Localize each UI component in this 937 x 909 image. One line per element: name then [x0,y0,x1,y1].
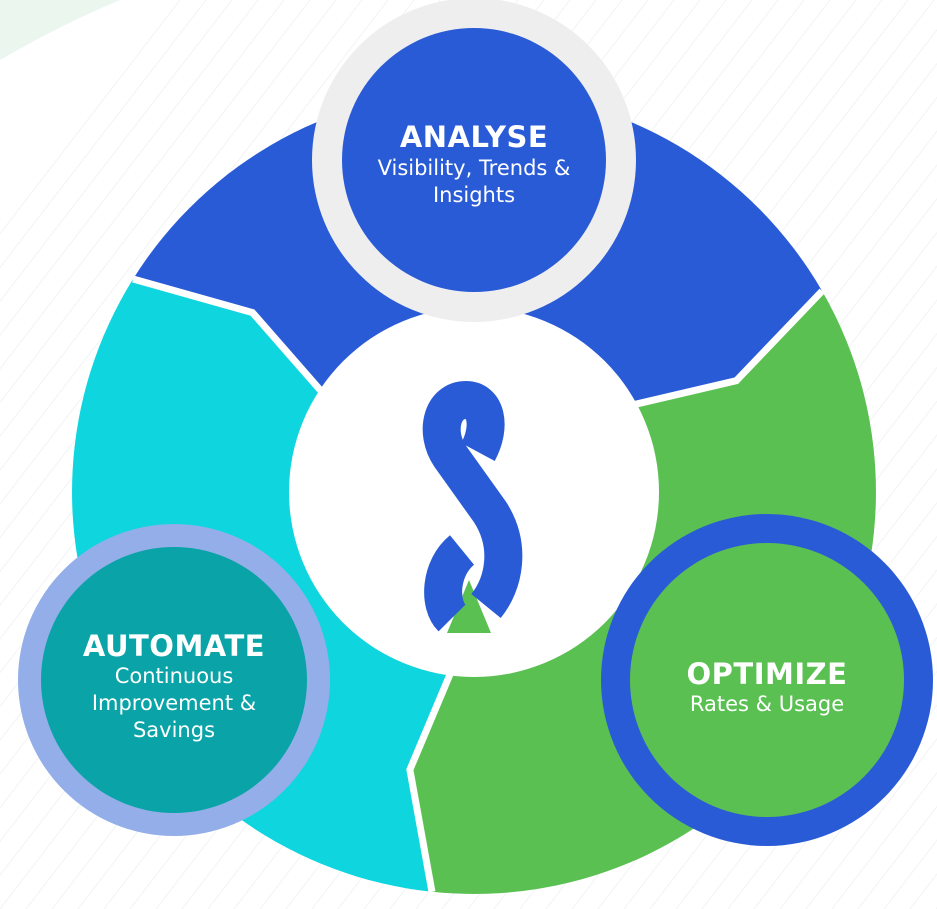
automate-node-fill [41,547,307,813]
background-stripe [0,0,181,235]
background-stripe [0,0,337,438]
infinity-8-logo-icon [422,381,523,633]
automate-subtitle-line2: Improvement & [91,691,257,716]
corner-accent-shape [0,0,120,60]
automate-subtitle-line3: Savings [132,718,216,743]
background-stripe [0,0,207,269]
analyse-title: ANALYSE [399,120,549,155]
segment-gap [132,275,335,406]
optimize-node [601,514,933,846]
analyse-node-fill [342,28,606,292]
background-stripe [0,0,233,303]
analyse-label: ANALYSE Visibility, Trends & Insights [344,106,604,224]
background-stripe [0,0,259,336]
analyse-node [312,0,636,322]
analyse-subtitle-line1: Visibility, Trends & [377,155,571,180]
optimize-node-fill [630,543,904,817]
automate-node [18,524,330,836]
optimize-subtitle-line1: Rates & Usage [689,692,845,717]
background-stripe [0,0,285,370]
logo-figure-eight-stroke [422,381,523,632]
automate-subtitle-line1: Continuous [114,664,234,689]
automate-title: AUTOMATE [82,629,266,664]
segment-gap [406,657,460,893]
analyse-subtitle-line2: Insights [432,182,516,207]
background-stripe [805,738,937,909]
background-stripe [0,0,311,404]
background-stripe [0,0,363,471]
optimize-title: OPTIMIZE [686,656,848,691]
automate-label: AUTOMATE Continuous Improvement & Saving… [44,612,304,762]
segment-gap [618,288,825,412]
optimize-label: OPTIMIZE Rates & Usage [642,648,892,728]
logo-triangle [447,580,491,633]
